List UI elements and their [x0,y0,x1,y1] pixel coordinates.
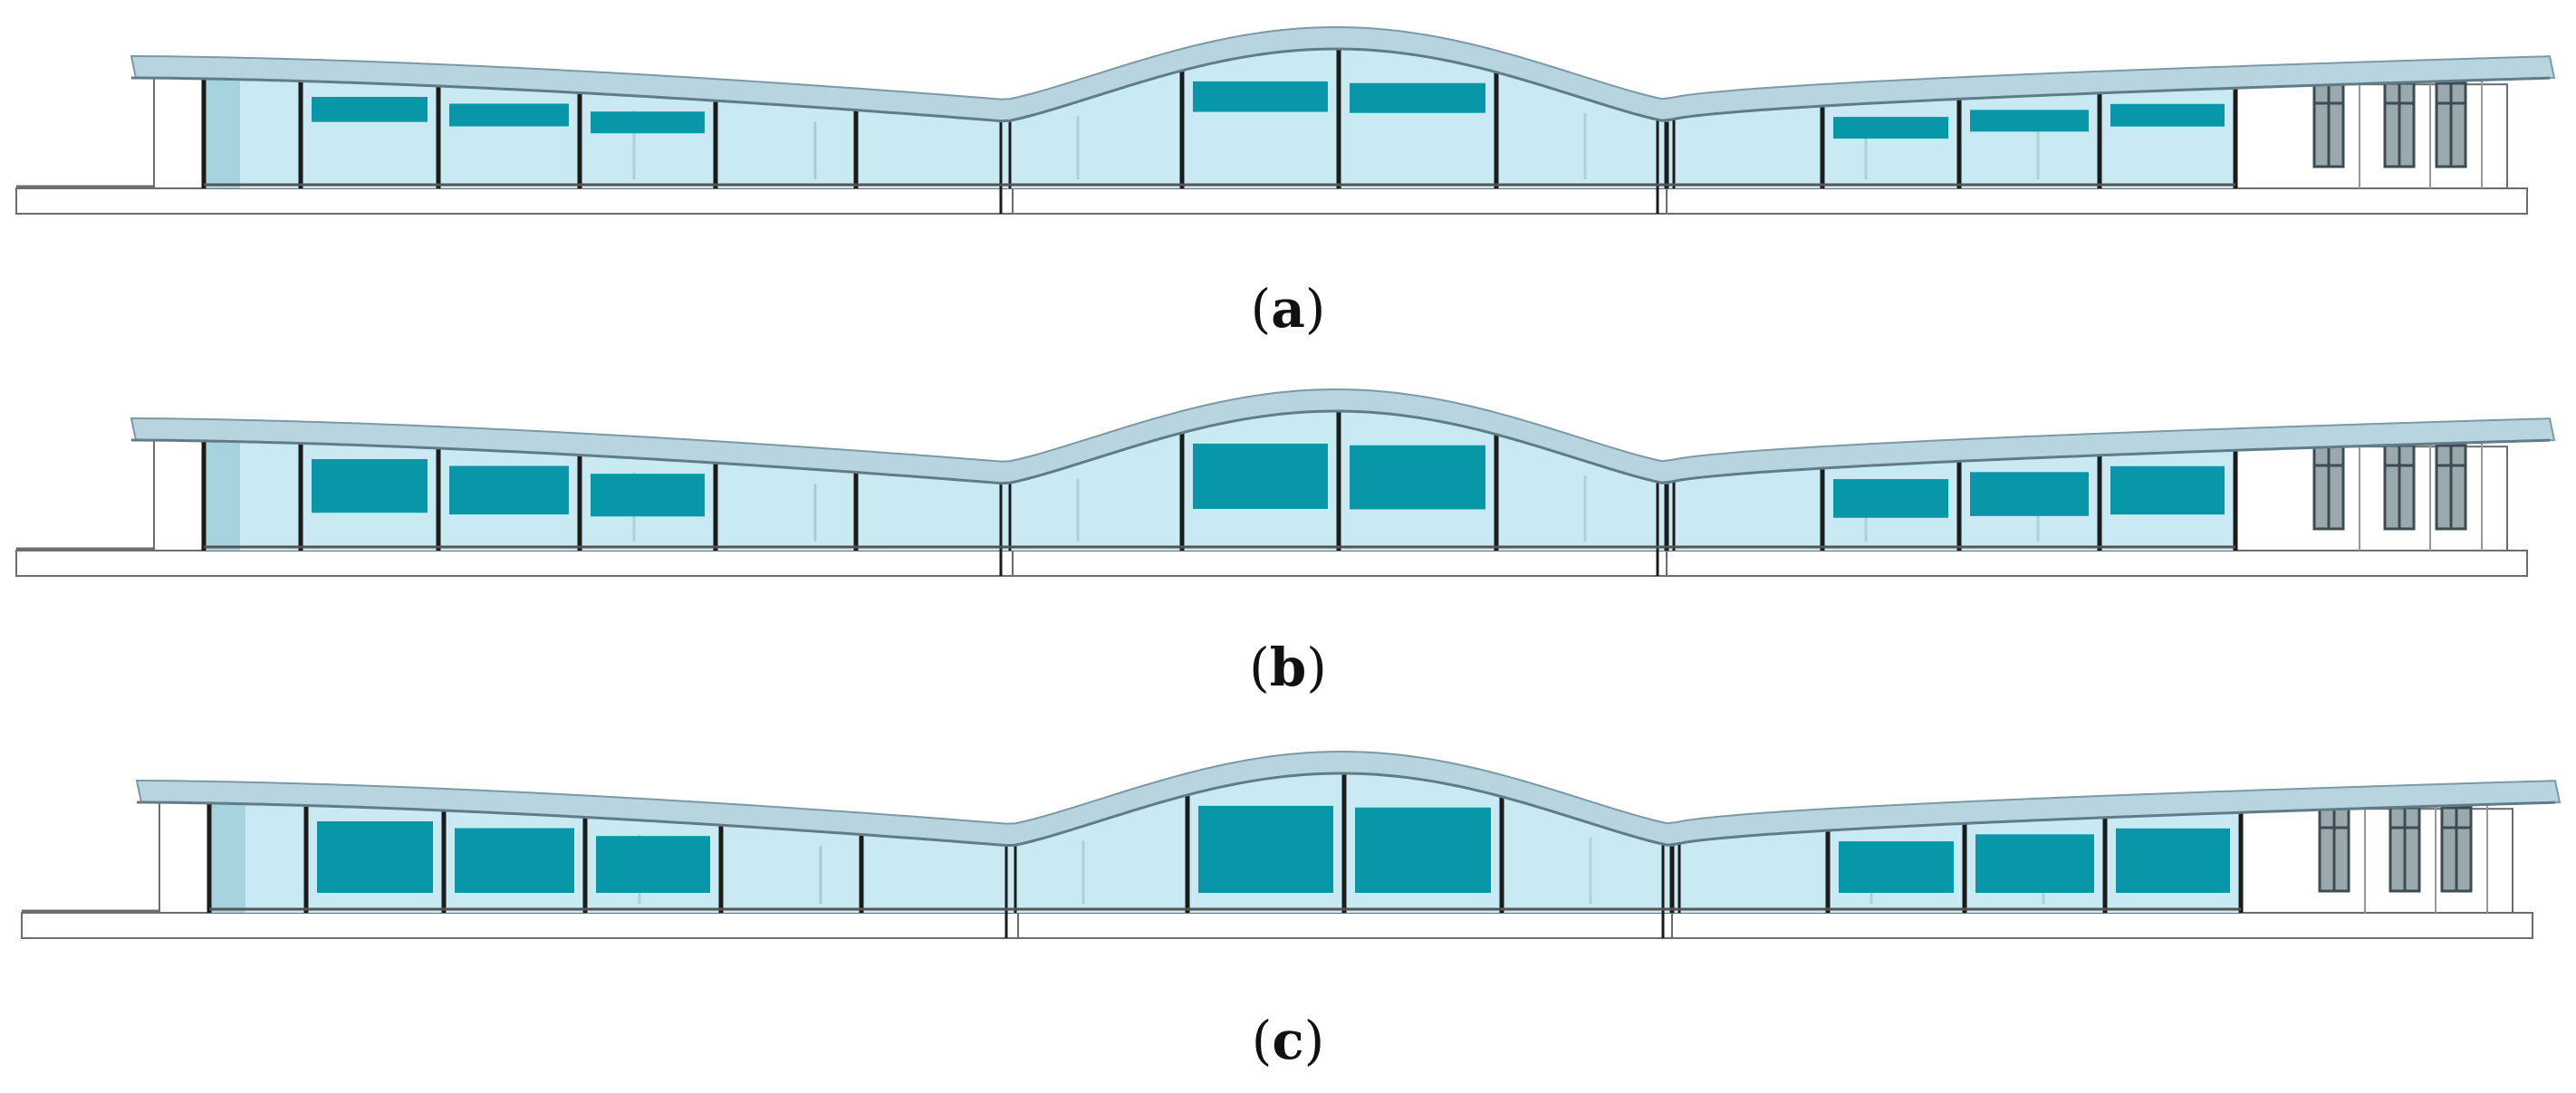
shade-block [2110,103,2225,127]
roof-soffit [130,409,2551,485]
glazing-shadow [204,438,240,551]
shade-block [591,474,705,517]
facade-elevation-1 [15,25,2556,215]
caption-b-letter: b [1269,637,1307,698]
shade-block [1975,834,2094,893]
shade-block [317,821,433,893]
shade-block [312,97,428,122]
plinth-left [21,912,1019,939]
shade-block [449,465,569,515]
caption-c: (c) [1251,1010,1325,1071]
facade-elevation-2 [15,388,2556,577]
shade-block [1833,117,1948,139]
caption-a: (a) [1250,278,1326,340]
caption-c-letter: c [1272,1010,1304,1071]
plinth-left [15,550,1014,577]
shade-block [1355,807,1491,893]
plinth-left [15,187,1014,215]
caption-b: (b) [1249,637,1327,698]
shade-block [1970,472,2089,516]
shade-block [1970,110,2089,132]
shade-block [596,836,710,893]
plinth-right [1666,187,2528,215]
roof-soffit [136,772,2556,848]
shade-block [1350,445,1485,510]
shade-block [1833,479,1948,518]
shade-block [449,103,569,127]
glazing-shadow [209,801,245,913]
shade-block [1193,443,1328,509]
shade-block [591,111,705,134]
plinth-center [1017,912,1673,939]
plinth-right [1666,550,2528,577]
plinth-center [1012,187,1668,215]
roof-soffit [130,47,2551,123]
shade-block [2116,828,2230,893]
shade-block [1198,805,1333,893]
shade-block [312,459,428,513]
plinth-center [1012,550,1668,577]
shade-block [2110,465,2225,515]
glazing-shadow [204,76,240,188]
end-wall-left [159,798,210,915]
plinth-right [1671,912,2533,939]
caption-a-letter: a [1271,278,1305,340]
glazing [204,47,2235,188]
shade-block [1193,81,1328,112]
end-wall-left [153,73,205,189]
shade-block [455,828,574,893]
end-wall-left [153,436,205,551]
shade-block [1839,841,1954,893]
facade-elevation-3 [21,750,2562,939]
shade-block [1350,82,1485,113]
